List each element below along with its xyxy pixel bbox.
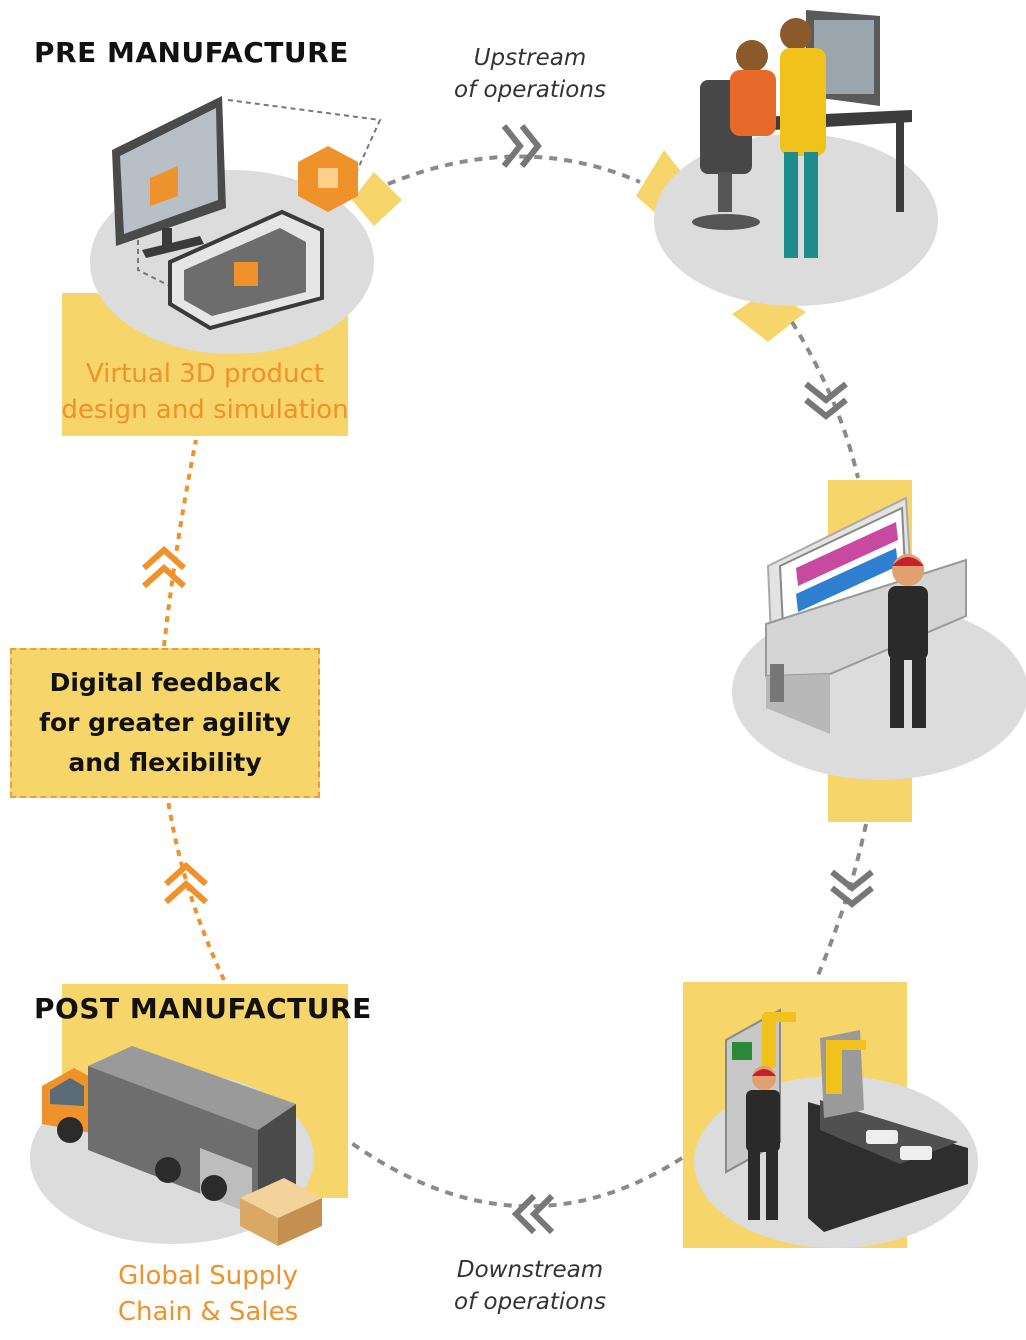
engineers-workstation-icon [654,10,938,306]
feedback-line3: and flexibility [68,748,262,777]
delivery-truck-icon [30,1046,322,1246]
pre-manufacture-heading: PRE MANUFACTURE [34,36,349,69]
upstream-label-line1: Upstream [473,45,587,71]
robotic-assembly-line-icon [694,1008,978,1248]
flow-upstream-line [387,154,641,186]
flow-to-control-line [790,320,860,479]
flow-downstream-line [348,1140,684,1209]
upstream-label-line2: of operations [454,77,606,103]
chevron-down-icon [830,869,874,908]
digital-feedback-box: Digital feedback for greater agility and… [10,648,320,798]
downstream-label-line2: of operations [454,1289,606,1315]
feedback-line1: Digital feedback [49,668,281,697]
post-manufacture-caption: Global Supply Chain & Sales [68,1258,348,1330]
pre-manufacture-caption-line1: Virtual 3D product [85,359,325,389]
post-manufacture-caption-line1: Global Supply [118,1261,298,1291]
upstream-label: Upstream of operations [420,42,640,106]
chevron-up-icon [141,545,187,589]
chevron-left-icon [511,1193,555,1235]
downstream-label: Downstream of operations [420,1254,640,1318]
control-panel-operator-icon [732,496,1026,780]
downstream-label-line1: Downstream [456,1257,604,1283]
chevron-up-icon [163,861,209,905]
chevron-down-icon [804,381,848,420]
feedback-line-upper [162,439,198,647]
pre-manufacture-caption-line2: design and simulation [61,395,349,425]
post-manufacture-caption-line2: Chain & Sales [117,1297,299,1327]
feedback-line2: for greater agility [39,708,291,737]
post-manufacture-heading: POST MANUFACTURE [34,992,372,1025]
pre-manufacture-caption: Virtual 3D product design and simulation [44,356,366,428]
chevron-right-icon [501,124,542,168]
3d-printer-icon [90,96,382,354]
